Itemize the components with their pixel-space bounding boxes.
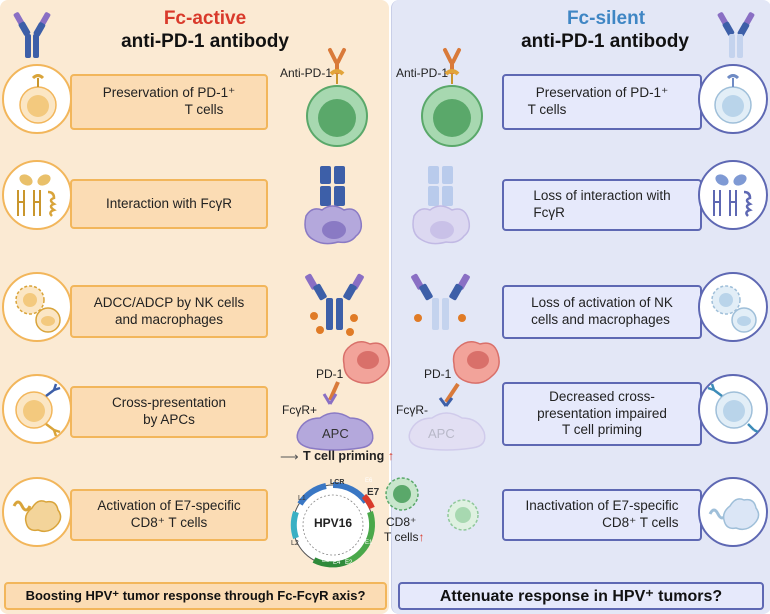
fcgr-plus-label: FcγR+ [282,403,318,417]
hpv16-genome-diagram [290,481,375,568]
left-circle-fcgr [2,160,72,230]
right-row-3-line2: cells and macrophages [531,312,670,327]
tumor-cell-right [452,341,500,384]
l2-label: L2 [291,540,299,547]
lcr-label: LCR [330,479,345,486]
right-row-2-line2: FcγR [533,205,565,220]
right-row-2-line1: Loss of interaction with [533,188,671,204]
e2-label: E2 [345,560,353,566]
anti-pd1-label-right: Anti-PD-1 [396,66,449,80]
nk-macrophage-icon-right [711,285,757,333]
tumor-cell-left [342,341,390,384]
t-cell-priming-label: T cell priming ↑ [303,449,394,463]
fc-fcgr-complex-right [412,166,471,245]
pd1-label-right: PD-1 [424,367,452,381]
fcgr-minus-label: FcγR- [396,403,428,417]
bottom-banner-left: Boosting HPV⁺ tumor response through Fc-… [4,582,387,610]
pd1-tcell-right [421,48,483,147]
right-row-1-line1: Preservation of PD-1⁺ [535,85,669,101]
pd1-label-left: PD-1 [316,367,344,381]
right-circle-fcgr [698,160,768,230]
e1-label: E1 [365,540,373,546]
left-row-1-box: Preservation of PD-1⁺T cells [70,74,268,130]
apc-tcell-icon-right [707,383,759,434]
priming-arrow-line: ⟶ [280,449,299,464]
antibody-header-icon-right [717,12,755,58]
left-row-1-line1: Preservation of PD-1⁺ [102,85,236,101]
left-row-2-box: Interaction with FcγR [70,179,268,229]
apc-cell-right [408,382,486,451]
tcell-icon-right [714,74,752,124]
tumor-hpv-icon-right [708,498,760,531]
right-row-1-line2: T cells [527,102,567,117]
hpv16-label: HPV16 [314,516,353,530]
bottom-banner-right: Attenuate response in HPV⁺ tumors? [398,582,764,610]
cd8-tcell-left [385,477,419,511]
right-row-4-line2: presentation impaired [537,405,667,421]
cd8-label: CD8⁺ [386,515,417,529]
right-row-3-line1: Loss of activation of NK [531,295,673,311]
right-row-5-line2: CD8⁺ T cells [602,515,679,530]
fcgr-receptor-icon [17,174,57,217]
antibody-adcc-right [411,273,470,330]
fc-fcgr-complex-left [304,166,363,245]
priming-up-arrow: ↑ [387,449,394,463]
tcells-up-arrow: ↑ [418,530,425,544]
left-row-5-line1: Activation of E7-specific [97,498,241,514]
pd1-tcell-left [306,48,368,147]
antibody-adcc-left [305,273,364,336]
l1-label: L1 [298,495,306,502]
tcell-icon [19,74,57,124]
anti-pd1-label-left: Anti-PD-1 [280,66,333,80]
e6-label: E6 [365,478,373,484]
left-row-4-line2: by APCs [143,412,195,427]
tcells-label: T cells↑ [384,530,424,544]
left-row-1-line2: T cells [184,102,224,117]
right-row-1-box: Preservation of PD-1⁺T cells [502,74,702,130]
left-row-3-line2: and macrophages [114,311,224,327]
right-row-4-line1: Decreased cross- [549,388,655,404]
left-row-3-line1: ADCC/ADCP by NK cells [93,294,245,310]
left-antibody-title: anti-PD-1 antibody [121,31,289,52]
e4-label: E4 [333,560,341,566]
tcells-text: T cells [384,530,419,544]
left-row-2-line1: Interaction with FcγR [105,195,233,211]
priming-text: T cell priming [303,449,385,463]
fcgr-receptor-icon-right [713,174,753,217]
right-row-4-line3: T cell priming [561,422,642,438]
apc-label-right: APC [428,426,455,441]
apc-tcell-icon [15,383,61,437]
fc-silent-title: Fc-silent [566,8,646,29]
nk-macrophage-icon [15,285,61,333]
e7-label: E7 [367,487,380,498]
apc-cell-left [296,381,374,451]
fc-active-title: Fc-active [163,8,247,29]
right-antibody-title: anti-PD-1 antibody [521,31,689,52]
apc-label-left: APC [322,426,349,441]
tumor-hpv-icon [12,500,62,533]
cd8-tcell-right [447,499,479,531]
right-row-5-line1: Inactivation of E7-specific [525,498,679,514]
left-row-4-line1: Cross-presentation [111,395,227,411]
antibody-header-icon-left [13,12,51,58]
left-row-5-line2: CD8⁺ T cells [130,515,208,530]
e5-label: E5 [322,558,330,564]
